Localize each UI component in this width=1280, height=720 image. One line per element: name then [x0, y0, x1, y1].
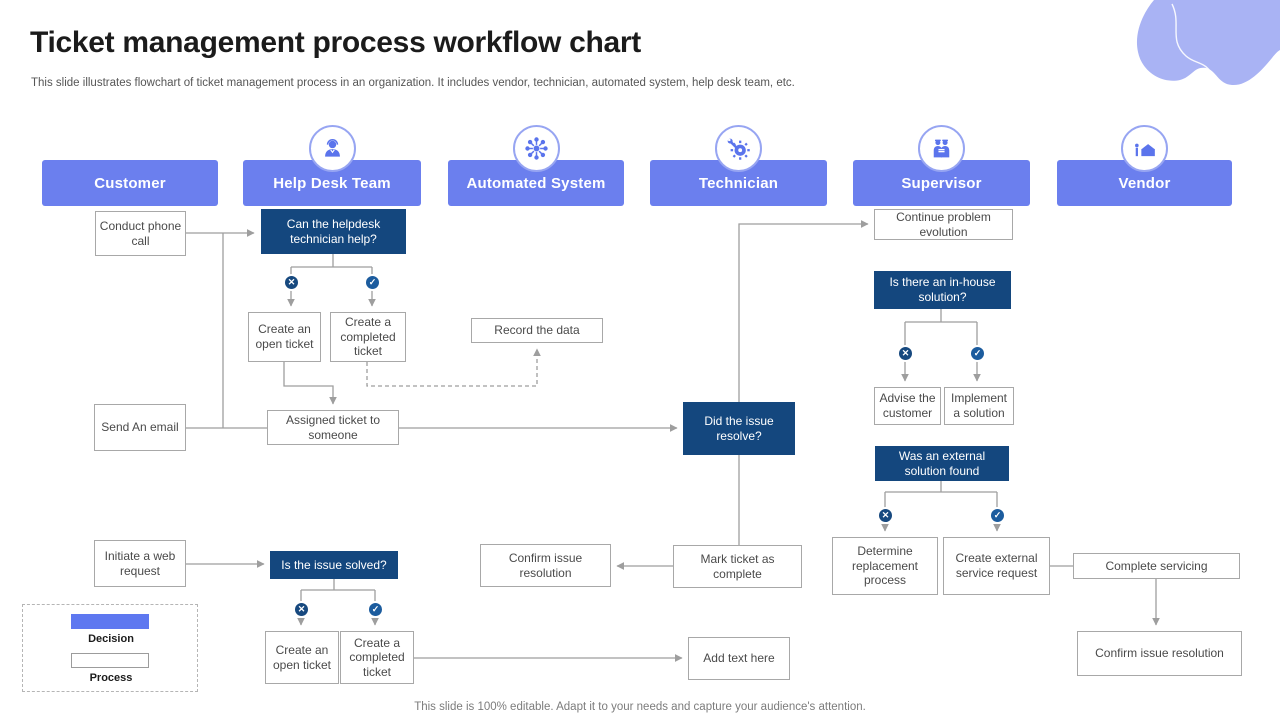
page-subtitle: This slide illustrates flowchart of tick… — [31, 77, 795, 89]
flow-decision-did-issue-resolve: Did the issue resolve? — [683, 402, 795, 455]
legend: Decision Process — [22, 604, 198, 692]
flow-decision-in-house-solution: Is there an in-house solution? — [874, 271, 1011, 309]
no-badge: ✕ — [877, 507, 894, 524]
yes-badge: ✓ — [367, 601, 384, 618]
flow-decision-can-helpdesk-help: Can the helpdesk technician help? — [261, 209, 406, 254]
network-hub-icon — [513, 125, 560, 172]
yes-badge: ✓ — [989, 507, 1006, 524]
flow-node-confirm-issue-resolution-1: Confirm issue resolution — [480, 544, 611, 587]
lane-header-vendor: Vendor — [1057, 160, 1232, 206]
flow-decision-external-solution-found: Was an external solution found — [875, 446, 1009, 481]
corner-blob-decoration — [1136, 0, 1280, 86]
legend-decision-label: Decision — [88, 633, 134, 645]
flow-node-initiate-web-request: Initiate a web request — [94, 540, 186, 587]
flow-node-implement-solution: Implement a solution — [944, 387, 1014, 425]
flow-node-conduct-phone-call: Conduct phone call — [95, 211, 186, 256]
no-badge: ✕ — [283, 274, 300, 291]
flow-node-determine-replacement: Determine replacement process — [832, 537, 938, 595]
no-badge: ✕ — [293, 601, 310, 618]
lane-header-customer: Customer — [42, 160, 218, 206]
flow-node-assigned-ticket: Assigned ticket to someone — [267, 410, 399, 445]
flow-node-complete-servicing: Complete servicing — [1073, 553, 1240, 579]
gear-wrench-icon — [715, 125, 762, 172]
legend-decision-swatch — [71, 614, 149, 629]
flow-node-create-open-ticket-1: Create an open ticket — [248, 312, 321, 362]
no-badge: ✕ — [897, 345, 914, 362]
flow-node-confirm-issue-resolution-2: Confirm issue resolution — [1077, 631, 1242, 676]
flow-node-create-external-request: Create external service request — [943, 537, 1050, 595]
lane-header-technician: Technician — [650, 160, 827, 206]
flow-node-continue-problem-evolution: Continue problem evolution — [874, 209, 1013, 240]
flow-node-create-completed-ticket-1: Create a completed ticket — [330, 312, 406, 362]
legend-process-label: Process — [89, 672, 133, 684]
page-title: Ticket management process workflow chart — [30, 26, 641, 59]
flow-node-send-an-email: Send An email — [94, 404, 186, 451]
flow-node-create-completed-ticket-2: Create a completed ticket — [340, 631, 414, 684]
flow-node-mark-ticket-complete: Mark ticket as complete — [673, 545, 802, 588]
flow-node-add-text-here: Add text here — [688, 637, 790, 680]
flow-node-advise-customer: Advise the customer — [874, 387, 941, 425]
footer-note: This slide is 100% editable. Adapt it to… — [414, 701, 866, 713]
yes-badge: ✓ — [364, 274, 381, 291]
house-icon — [1121, 125, 1168, 172]
legend-process-swatch — [71, 653, 149, 668]
flow-node-record-data: Record the data — [471, 318, 603, 343]
flow-decision-is-issue-solved: Is the issue solved? — [270, 551, 398, 579]
support-agent-icon — [309, 125, 356, 172]
flow-node-create-open-ticket-2: Create an open ticket — [265, 631, 339, 684]
yes-badge: ✓ — [969, 345, 986, 362]
team-icon — [918, 125, 965, 172]
